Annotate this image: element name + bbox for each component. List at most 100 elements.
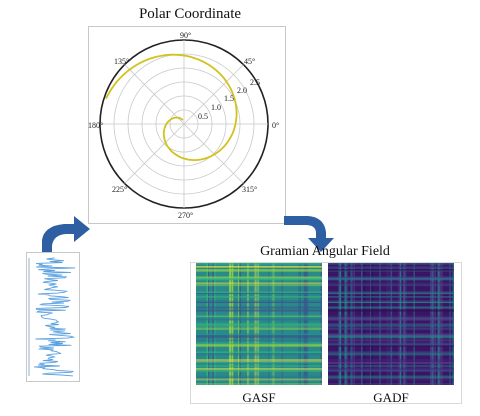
polar-spoke xyxy=(183,64,244,125)
matrix-stripe xyxy=(328,362,454,365)
matrix-stripe xyxy=(328,365,454,368)
matrix-stripe xyxy=(386,263,389,385)
matrix-stripe xyxy=(391,263,393,385)
matrix-stripe xyxy=(229,263,231,385)
matrix-stripe xyxy=(299,263,302,385)
matrix-stripe xyxy=(196,315,322,318)
gasf-matrix xyxy=(196,263,322,385)
matrix-stripe xyxy=(328,263,454,265)
matrix-stripe xyxy=(196,270,322,272)
matrix-stripe xyxy=(208,263,210,385)
matrix-stripe xyxy=(196,375,322,378)
matrix-stripe xyxy=(404,263,407,385)
matrix-stripe xyxy=(328,377,454,379)
matrix-stripe xyxy=(196,351,322,353)
matrix-stripe xyxy=(328,278,454,281)
matrix-stripe xyxy=(433,263,435,385)
angle-label-225: 225° xyxy=(112,185,127,194)
matrix-stripe xyxy=(328,324,454,327)
matrix-stripe xyxy=(328,345,454,347)
polar-spiral xyxy=(105,53,238,161)
matrix-stripe xyxy=(302,263,305,385)
angle-label-270: 270° xyxy=(178,211,193,220)
matrix-stripe xyxy=(328,309,454,312)
matrix-stripe xyxy=(436,263,438,385)
matrix-stripe xyxy=(403,263,405,385)
matrix-stripe xyxy=(218,263,221,385)
signal-waveform xyxy=(33,257,76,377)
matrix-stripe xyxy=(196,365,322,368)
matrix-stripe xyxy=(328,344,454,346)
matrix-stripe xyxy=(452,263,454,385)
matrix-stripe xyxy=(328,293,454,295)
polar-frame xyxy=(88,26,286,224)
matrix-stripe xyxy=(196,333,322,336)
matrix-stripe xyxy=(206,263,209,385)
matrix-stripe xyxy=(266,263,269,385)
radial-label-1-5: 1.5 xyxy=(224,94,234,103)
polar-radial-labels: 0.5 1.0 1.5 2.0 2.5 xyxy=(198,78,260,121)
matrix-stripe xyxy=(196,324,322,327)
matrix-stripe xyxy=(196,300,322,303)
matrix-stripe xyxy=(379,263,381,385)
matrix-stripe xyxy=(370,263,372,385)
matrix-stripe xyxy=(196,278,322,281)
matrix-stripe xyxy=(308,263,311,385)
matrix-stripe xyxy=(328,296,454,298)
gadf-matrix xyxy=(328,263,454,385)
matrix-stripe xyxy=(196,296,322,298)
matrix-stripe xyxy=(328,327,454,330)
matrix-stripe xyxy=(196,293,322,295)
matrix-stripe xyxy=(196,276,322,279)
angle-label-180: 180° xyxy=(88,121,103,130)
matrix-stripe xyxy=(196,284,322,287)
matrix-stripe xyxy=(268,263,270,385)
polar-chart: 0° 45° 90° 135° 180° 225° 270° 315° 0.5 … xyxy=(88,31,279,220)
matrix-stripe xyxy=(281,263,283,385)
matrix-stripe xyxy=(350,263,353,385)
matrix-stripe xyxy=(430,263,432,385)
matrix-stripe xyxy=(298,263,300,385)
matrix-stripe xyxy=(328,317,454,320)
matrix-stripe xyxy=(328,323,454,326)
matrix-stripe xyxy=(212,263,215,385)
matrix-stripe xyxy=(328,315,454,318)
time-series-panel xyxy=(26,252,80,382)
radial-label-1-0: 1.0 xyxy=(211,103,221,112)
polar-spoke xyxy=(124,123,185,184)
matrix-stripe xyxy=(328,300,454,303)
matrix-stripe xyxy=(320,263,322,385)
matrix-stripe xyxy=(254,263,257,385)
matrix-stripe xyxy=(328,282,454,284)
matrix-stripe xyxy=(259,263,261,385)
matrix-stripe xyxy=(344,263,347,385)
matrix-stripe xyxy=(196,282,322,284)
matrix-stripe xyxy=(338,263,341,385)
matrix-stripe xyxy=(437,263,440,385)
matrix-stripe xyxy=(196,318,322,321)
matrix-stripe xyxy=(272,263,275,385)
matrix-stripe xyxy=(247,263,249,385)
matrix-stripe xyxy=(196,309,322,312)
matrix-stripe xyxy=(328,267,454,269)
matrix-stripe xyxy=(196,378,322,381)
matrix-stripe xyxy=(196,359,322,361)
matrix-stripe xyxy=(221,263,223,385)
matrix-stripe xyxy=(196,362,322,365)
gaf-title: Gramian Angular Field xyxy=(260,244,390,259)
matrix-stripe xyxy=(196,302,322,304)
matrix-stripe xyxy=(431,263,434,385)
angle-label-135: 135° xyxy=(114,57,129,66)
matrix-stripe xyxy=(400,263,402,385)
matrix-stripe xyxy=(196,339,322,342)
matrix-stripe xyxy=(328,336,454,339)
matrix-stripe xyxy=(328,306,454,309)
polar-to-gaf-arrow xyxy=(284,216,334,252)
matrix-stripe xyxy=(214,263,216,385)
matrix-stripe xyxy=(328,269,454,272)
matrix-stripe xyxy=(328,351,454,353)
matrix-stripe xyxy=(196,368,322,371)
matrix-stripe xyxy=(196,267,322,269)
angle-label-0: 0° xyxy=(272,121,279,130)
radial-label-2-5: 2.5 xyxy=(250,78,260,87)
